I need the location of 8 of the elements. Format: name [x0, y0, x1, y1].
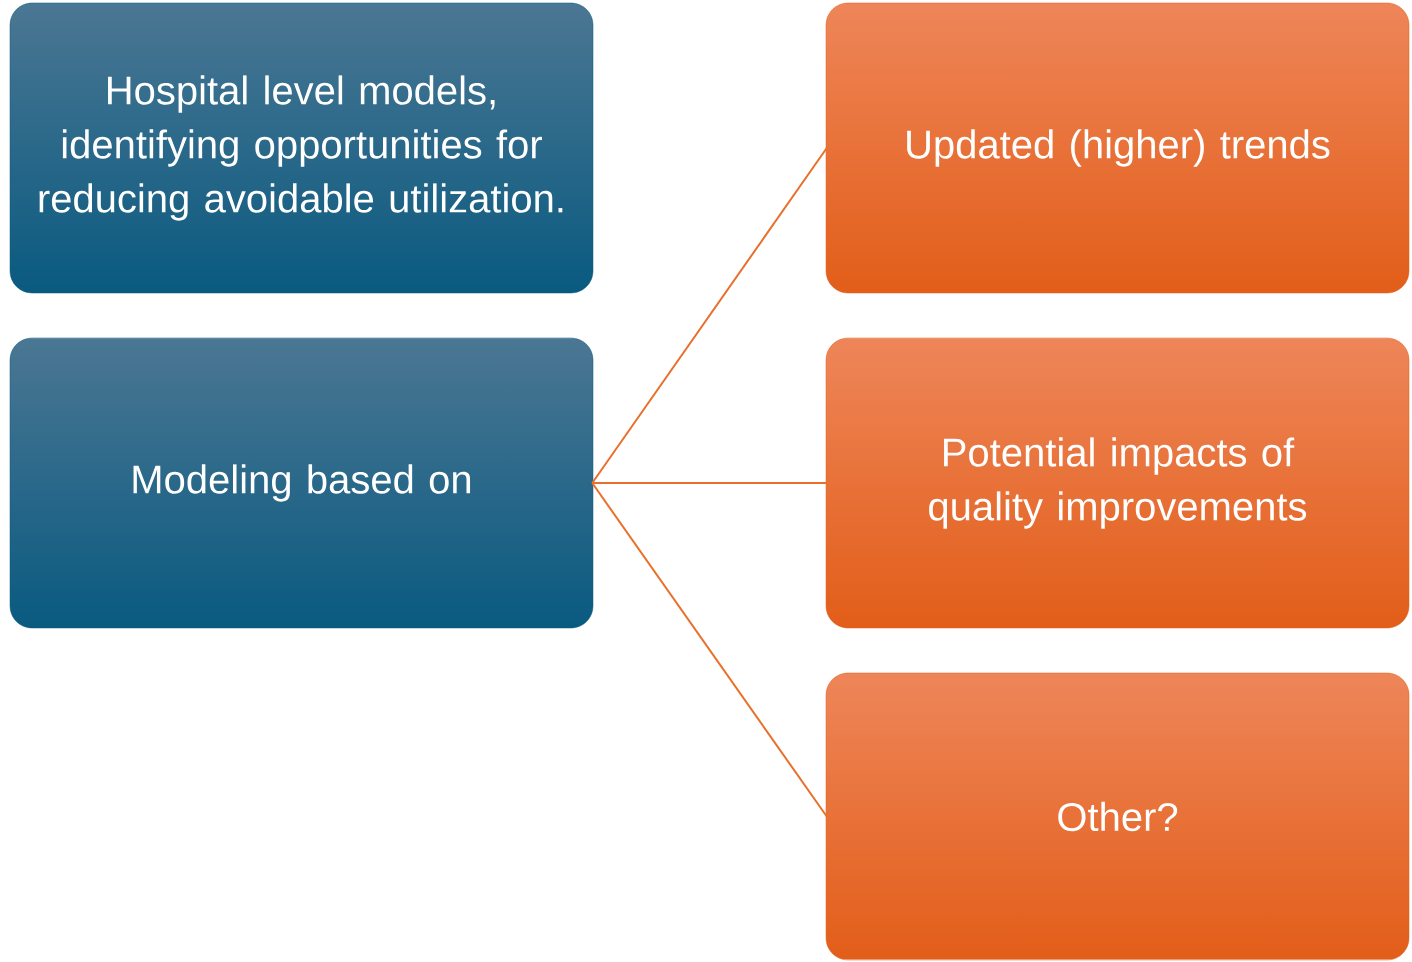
process-box: Other? [825, 672, 1410, 961]
process-box: Modeling based on [9, 337, 594, 629]
connector-line [591, 482, 828, 818]
process-box: Updated (higher) trends [825, 2, 1410, 294]
process-box: Hospital level models, identifying opportunities for reducing avoidable utilization. [9, 2, 594, 294]
connector-line [591, 147, 828, 484]
connector-line [591, 482, 828, 484]
process-box: Potential impacts of quality improvements [825, 337, 1410, 629]
